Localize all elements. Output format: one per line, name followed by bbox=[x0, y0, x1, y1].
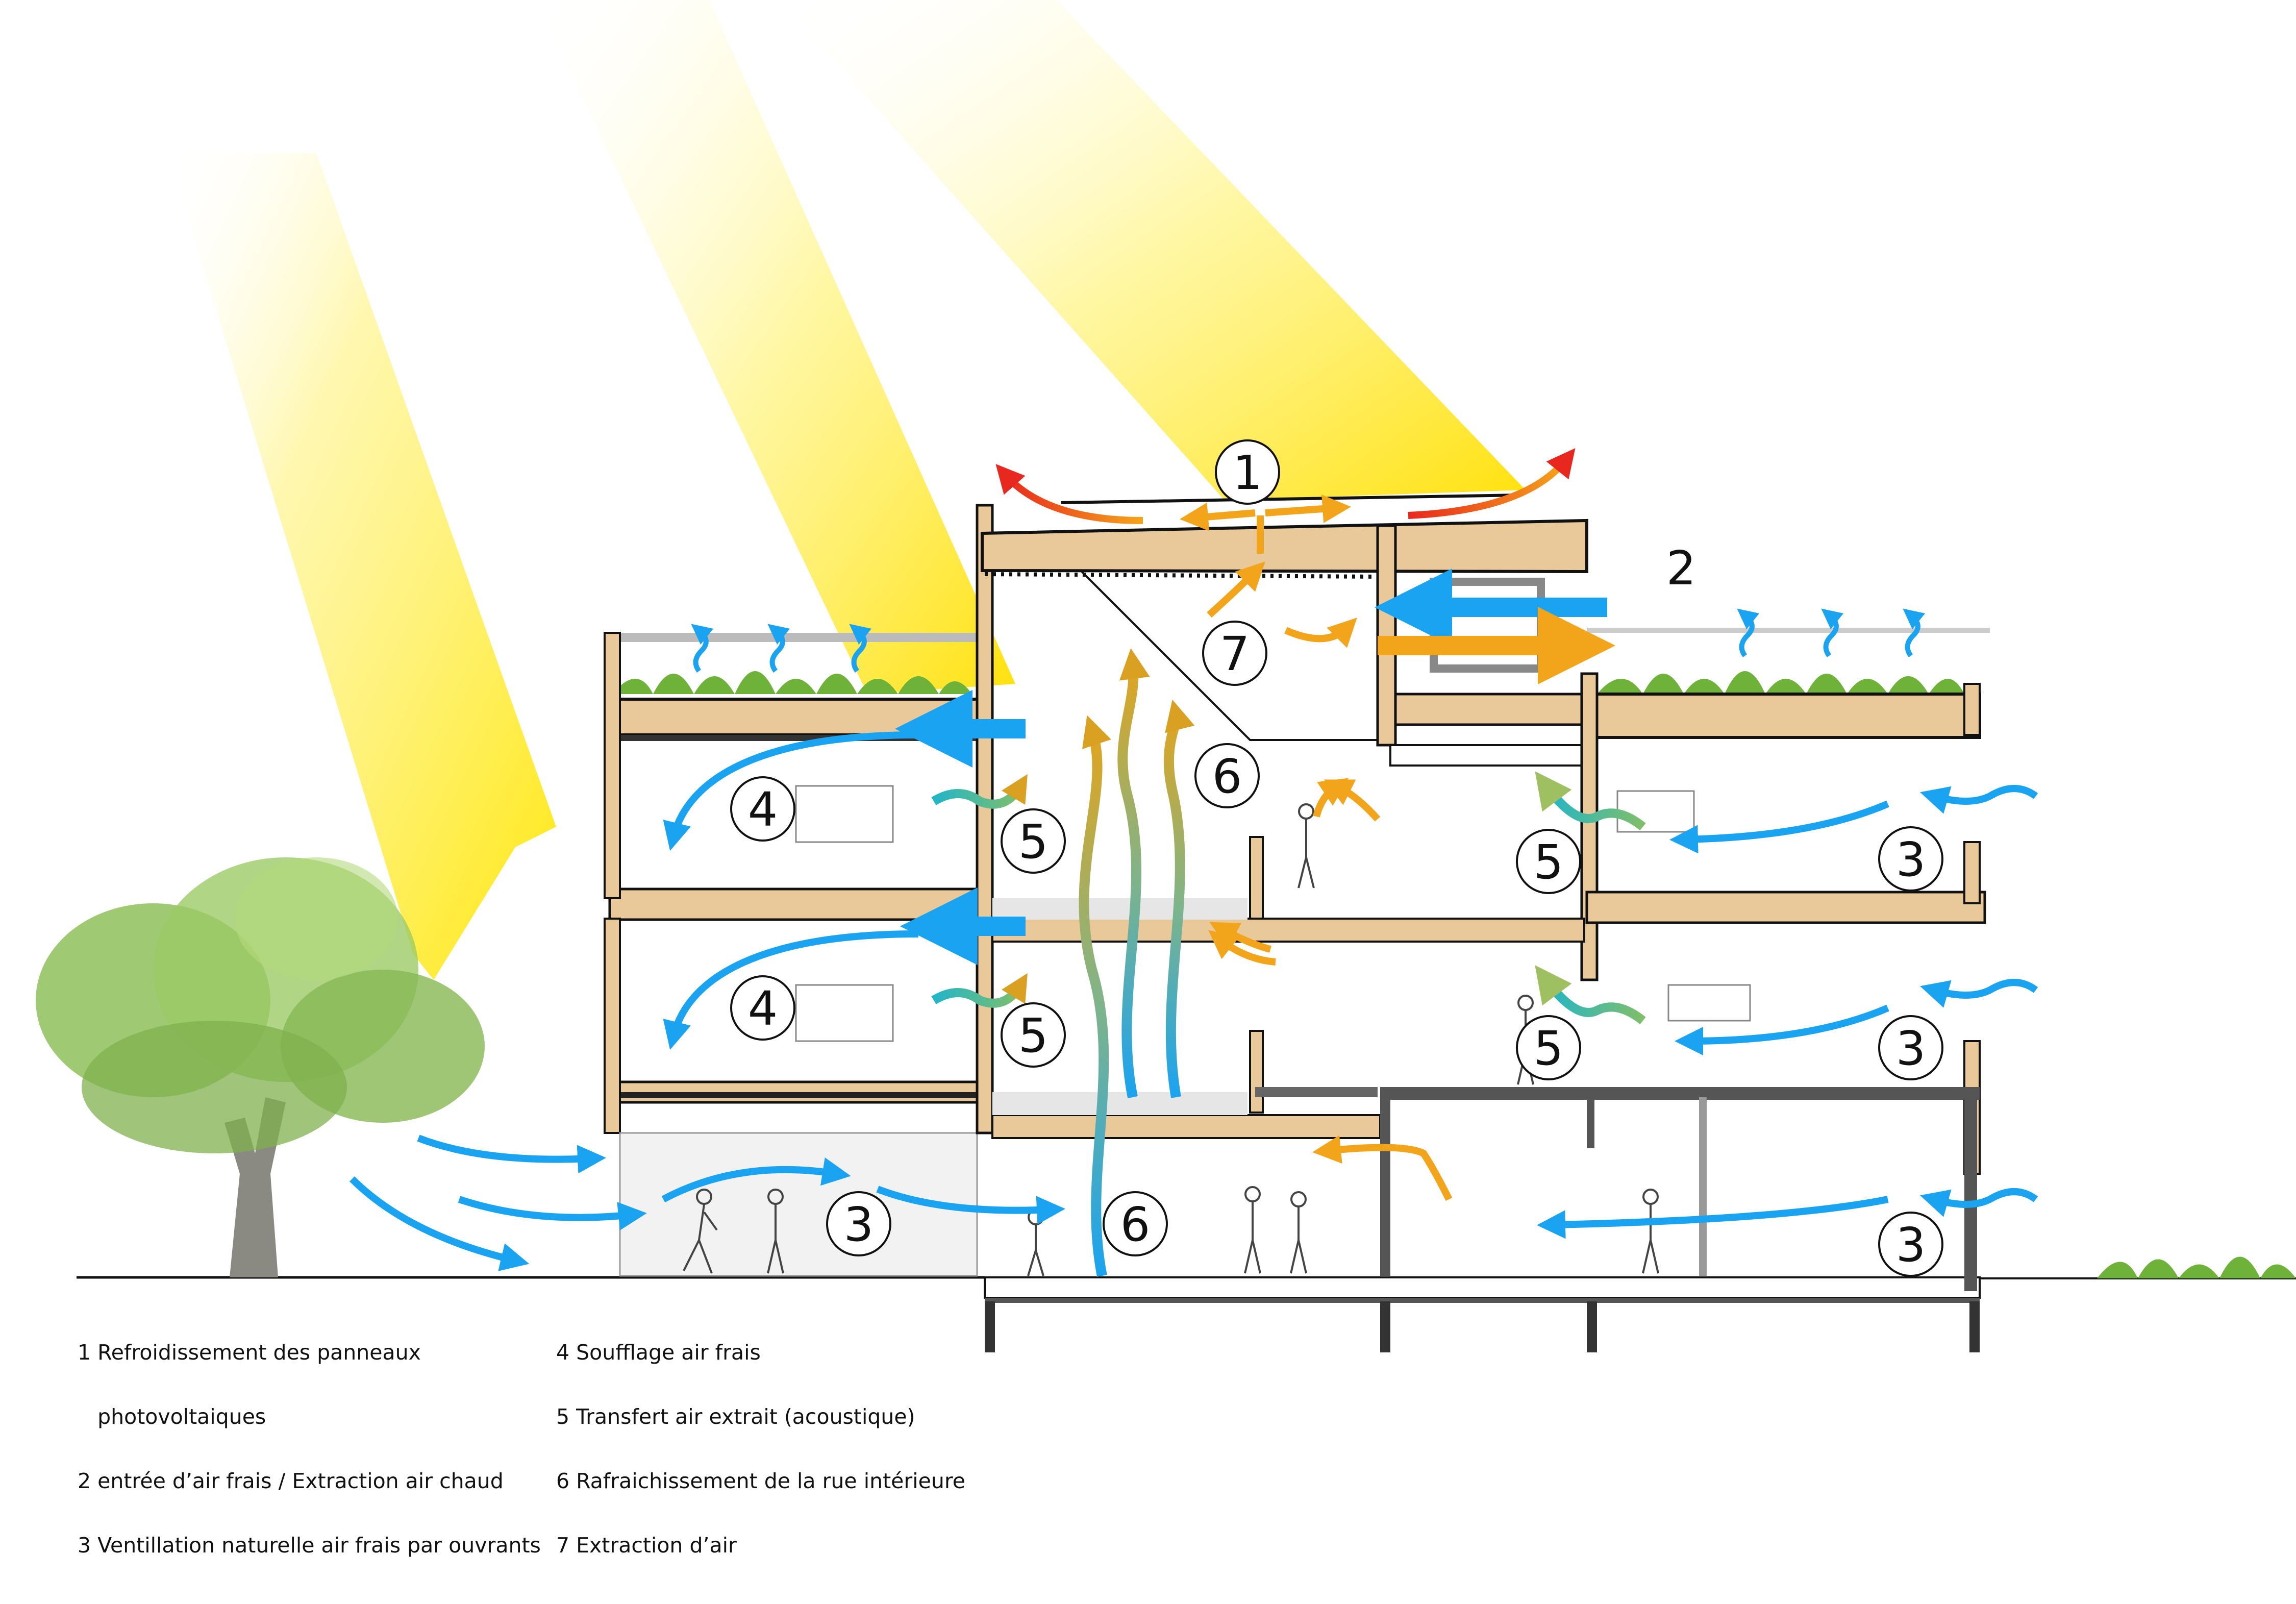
fresh-air-supply-arrows bbox=[663, 690, 1026, 1050]
rising-air-arrow bbox=[1117, 648, 1150, 1098]
marker-2: 2 bbox=[1666, 541, 1696, 596]
svg-text:1: 1 bbox=[1233, 446, 1263, 500]
supply-curve-bottom bbox=[663, 930, 919, 1050]
hot-air-arrow-left bbox=[995, 464, 1143, 524]
legend-left: 1 Refroidissement des panneaux photovolt… bbox=[78, 1299, 541, 1577]
marker-5-lower-left: 5 bbox=[1001, 1002, 1066, 1068]
svg-text:3: 3 bbox=[844, 1197, 874, 1252]
legend-item-2: 2 entrée d’air frais / Extraction air ch… bbox=[78, 1469, 504, 1493]
svg-text:5: 5 bbox=[1018, 1008, 1049, 1063]
person bbox=[1297, 803, 1315, 889]
person bbox=[1027, 1209, 1044, 1276]
marker-1: 1 bbox=[1215, 439, 1280, 505]
pv-cooling-arrows bbox=[995, 448, 1576, 554]
rising-air-arrow bbox=[1163, 699, 1195, 1098]
svg-text:3: 3 bbox=[1896, 1218, 1926, 1272]
svg-text:5: 5 bbox=[1018, 815, 1049, 869]
marker-6-upper: 6 bbox=[1194, 743, 1260, 808]
person bbox=[1290, 1191, 1307, 1274]
marker-3-lower-right: 3 bbox=[1878, 1212, 1943, 1277]
marker-3-ground-left: 3 bbox=[826, 1191, 891, 1256]
evaporation-arrows bbox=[691, 608, 1926, 673]
natural-ventilation-arrows bbox=[350, 785, 2038, 1271]
sun-rays bbox=[168, 0, 1526, 980]
legend-item-7: 7 Extraction d’air bbox=[556, 1533, 737, 1558]
interior-street-cooling-arrows bbox=[1079, 648, 1195, 1277]
number-markers: 1 2 7 6 4 4 5 5 5 5 3 3 3 3 6 bbox=[730, 439, 1943, 1277]
building-section bbox=[604, 493, 1990, 1352]
legend-item-1-cont: photovoltaiques bbox=[78, 1404, 266, 1429]
green-roof-left bbox=[612, 671, 972, 694]
intake-extract-arrows bbox=[1375, 569, 1615, 684]
marker-5-upper-left: 5 bbox=[1001, 808, 1066, 874]
acoustic-transfer-arrows bbox=[931, 771, 1646, 1025]
sun-ray-middle bbox=[536, 0, 1015, 694]
svg-text:7: 7 bbox=[1220, 627, 1250, 681]
marker-5-lower-right: 5 bbox=[1516, 1015, 1581, 1080]
legend-item-1: 1 Refroidissement des panneaux bbox=[78, 1340, 421, 1365]
svg-text:6: 6 bbox=[1212, 749, 1242, 804]
legend-right: 4 Soufflage air frais 5 Transfert air ex… bbox=[556, 1299, 965, 1577]
svg-text:4: 4 bbox=[748, 782, 778, 837]
legend-item-6: 6 Rafraichissement de la rue intérieure bbox=[556, 1469, 966, 1493]
person bbox=[683, 1189, 718, 1274]
marker-7: 7 bbox=[1202, 621, 1267, 686]
hot-air-arrow-right bbox=[1408, 448, 1576, 519]
marker-4-upper: 4 bbox=[730, 776, 795, 842]
rising-air-arrow bbox=[1079, 715, 1111, 1277]
marker-6-ground: 6 bbox=[1103, 1191, 1168, 1256]
person bbox=[767, 1189, 784, 1274]
svg-text:2: 2 bbox=[1666, 541, 1696, 596]
legend-item-5: 5 Transfert air extrait (acoustique) bbox=[556, 1404, 915, 1429]
sun-ray-right bbox=[781, 0, 1526, 500]
tree bbox=[36, 857, 485, 1277]
interior-warm-arrows bbox=[1208, 779, 1453, 1201]
svg-text:3: 3 bbox=[1896, 1021, 1926, 1076]
warm-air-arrow-center-right bbox=[1265, 495, 1351, 523]
legend-item-3: 3 Ventillation naturelle air frais par o… bbox=[78, 1533, 541, 1558]
sun-ray-left bbox=[168, 153, 556, 980]
svg-text:3: 3 bbox=[1896, 832, 1926, 887]
warm-air-arrow-center-left bbox=[1180, 502, 1256, 531]
svg-text:5: 5 bbox=[1534, 835, 1564, 890]
grass-ground-right bbox=[2097, 1256, 2296, 1278]
person bbox=[1244, 1186, 1261, 1274]
person bbox=[1642, 1189, 1659, 1274]
marker-3-middle-right: 3 bbox=[1878, 1015, 1943, 1080]
svg-text:4: 4 bbox=[748, 981, 778, 1036]
svg-text:6: 6 bbox=[1120, 1197, 1151, 1252]
marker-3-upper-right: 3 bbox=[1878, 826, 1943, 892]
ground bbox=[77, 1276, 2296, 1303]
marker-4-lower: 4 bbox=[730, 975, 795, 1041]
green-roof-right bbox=[1597, 671, 1964, 694]
svg-text:5: 5 bbox=[1534, 1021, 1564, 1076]
supply-curve-top bbox=[663, 731, 919, 851]
legend-item-4: 4 Soufflage air frais bbox=[556, 1340, 761, 1365]
marker-5-upper-right: 5 bbox=[1516, 829, 1581, 894]
